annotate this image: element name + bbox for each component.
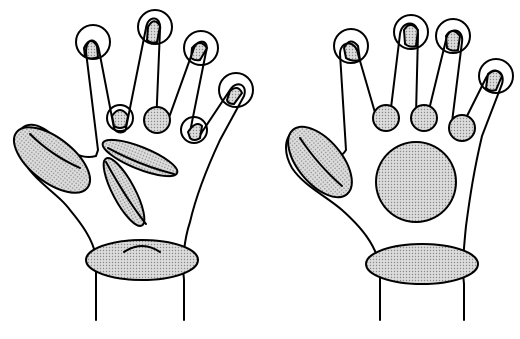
left-middle-tip <box>147 21 160 42</box>
left-base-2 <box>144 107 170 133</box>
right-base-3 <box>449 115 475 141</box>
left-base-fill-3 <box>188 124 202 140</box>
right-base-1 <box>373 105 399 131</box>
right-wrist-band <box>366 244 478 284</box>
left-hand <box>3 10 253 320</box>
right-hand <box>276 15 513 320</box>
left-base-fill-1 <box>112 110 128 128</box>
right-palm-circle <box>376 142 456 222</box>
right-base-2 <box>411 105 437 131</box>
